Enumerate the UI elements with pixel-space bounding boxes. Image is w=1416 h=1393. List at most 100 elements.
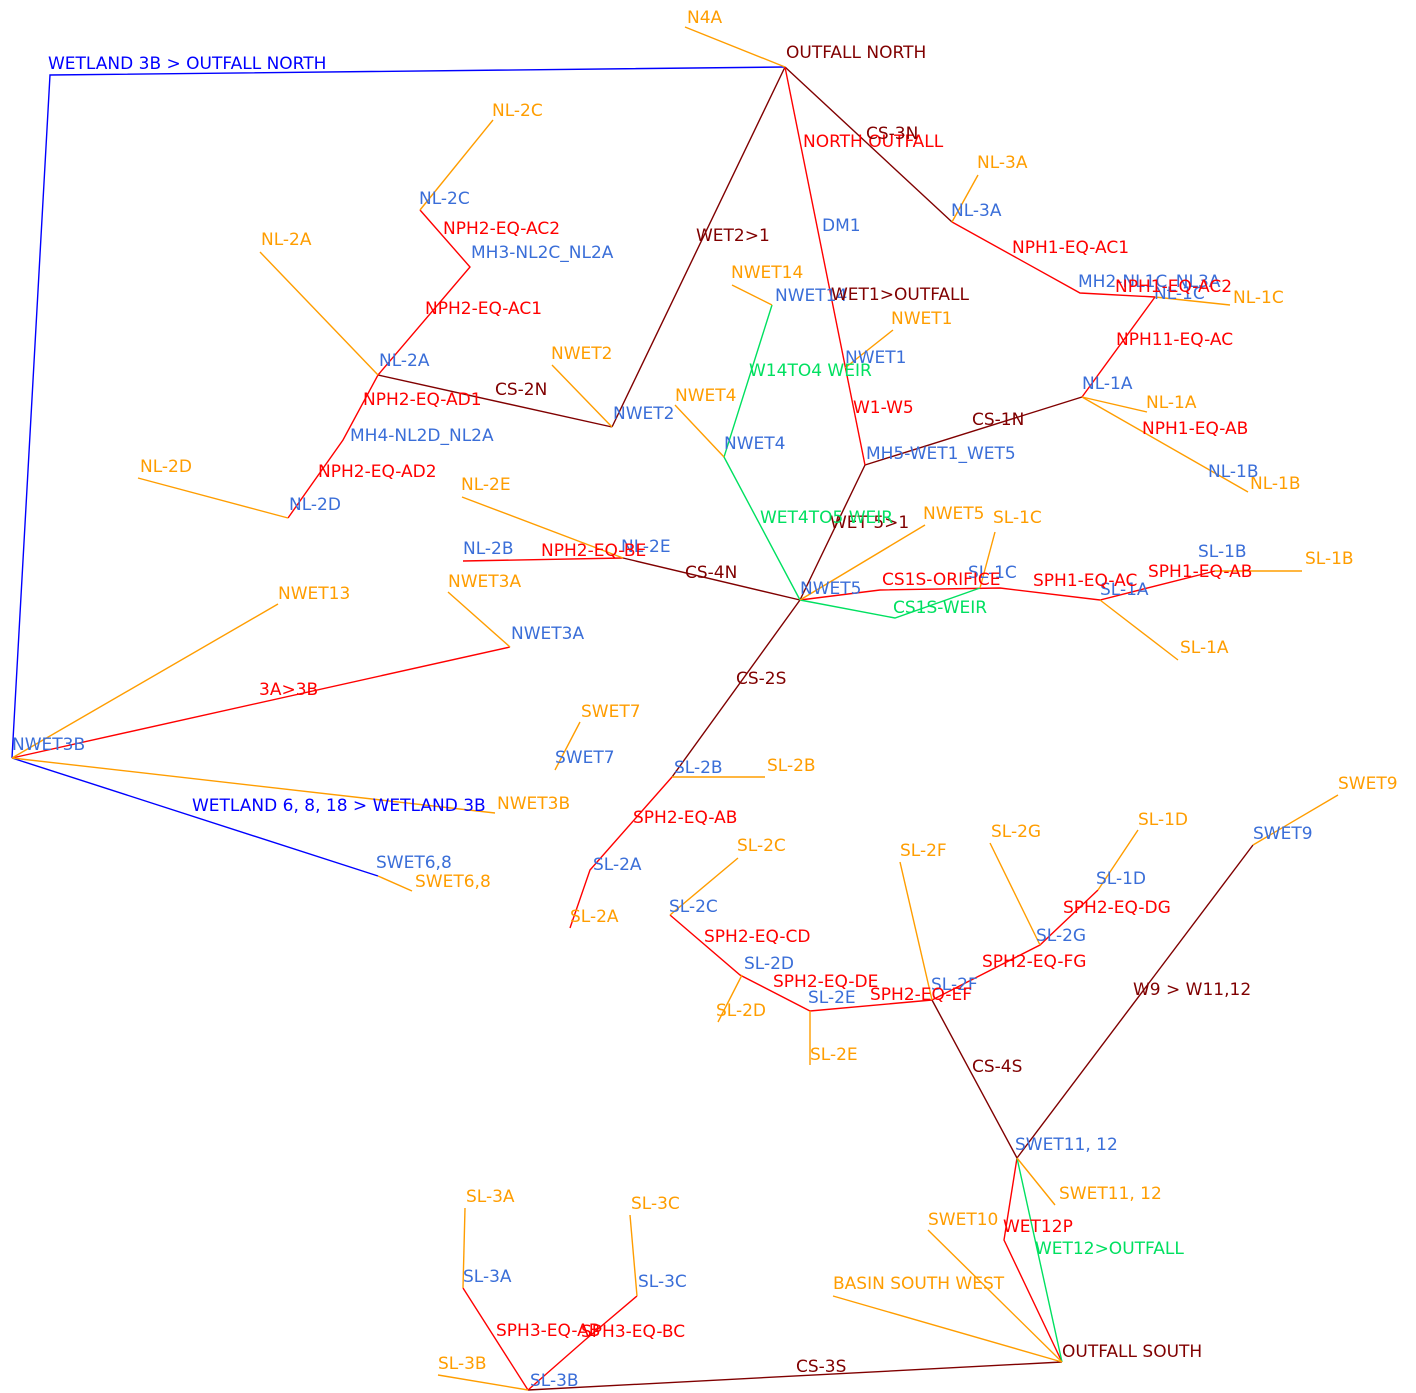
label-sph1-eq-ab: SPH1-EQ-AB — [1148, 562, 1252, 582]
link-nph2-eq-ac[interactable] — [377, 209, 471, 376]
label-wet12-outfall: WET12>OUTFALL — [1035, 1239, 1184, 1259]
label-nl-2d-node: NL-2D — [289, 495, 341, 515]
label-nl-2d-sub: NL-2D — [140, 457, 192, 477]
sub-link-basin-south-west — [832, 1295, 1063, 1363]
label-nl-3a-node: NL-3A — [951, 201, 1002, 221]
label-north-outfall: NORTH OUTFALL — [803, 132, 944, 152]
sub-link-nwet5 — [799, 524, 926, 601]
link-nph1-eq-ac[interactable] — [951, 221, 1156, 298]
link-nph2-eq-be[interactable] — [462, 557, 624, 562]
sub-link-sl-2f — [899, 861, 933, 1001]
label-nph2-eq-ad1: NPH2-EQ-AD1 — [363, 390, 482, 410]
sub-link-sl-3a — [462, 1207, 466, 1289]
label-nwet3a-sub: NWET3A — [448, 572, 521, 592]
label-sl-1d-sub: SL-1D — [1138, 810, 1188, 830]
label-nwet5-node: NWET5 — [800, 579, 861, 599]
link-cs-3s[interactable] — [527, 1361, 1063, 1391]
link-cs-2s[interactable] — [671, 599, 801, 778]
label-sph2-eq-de: SPH2-EQ-DE — [773, 972, 878, 992]
link-sph3-eq-ab[interactable] — [462, 1287, 529, 1391]
label-sl-2b-sub: SL-2B — [767, 756, 816, 776]
link-w9-w11-12[interactable] — [1016, 844, 1254, 1159]
link-wet5-1[interactable] — [799, 464, 866, 601]
sub-link-sl-2c — [669, 857, 739, 916]
sub-link-sl-2d — [717, 974, 743, 1023]
label-sl-2b-node: SL-2B — [674, 758, 723, 778]
label-sl-2c-node: SL-2C — [669, 897, 718, 917]
label-cs-3n: CS-3N — [866, 124, 918, 144]
label-sl-3b-node: SL-3B — [530, 1371, 579, 1391]
label-sph2-eq-ab: SPH2-EQ-AB — [633, 808, 737, 828]
label-nl-1b-sub: NL-1B — [1250, 474, 1301, 494]
label-swet10: SWET10 — [928, 1210, 998, 1230]
label-nwet1-node: NWET1 — [845, 348, 906, 368]
label-sl-1c-node: SL-1C — [968, 563, 1017, 583]
label-sph3-eq-ab: SPH3-EQ-AB — [496, 1321, 600, 1341]
label-wetland3b-outfall-north: WETLAND 3B > OUTFALL NORTH — [48, 54, 326, 74]
label-nl-2a-node: NL-2A — [379, 351, 430, 371]
label-swet7-node: SWET7 — [555, 748, 615, 768]
link-wetland-6-8-18[interactable] — [11, 757, 379, 877]
label-nph1-eq-ac2: NPH1-EQ-AC2 — [1115, 277, 1232, 297]
sub-link-nl-2a — [259, 251, 379, 376]
label-nwet3b-sub: NWET3B — [497, 794, 570, 814]
link-sph2-eq-ab[interactable] — [569, 776, 673, 929]
link-nph2-eq-ad[interactable] — [287, 374, 379, 519]
link-sph2-eq-cd-de-ef[interactable] — [669, 914, 933, 1012]
sub-link-sl-3c — [629, 1214, 638, 1297]
label-sl-3a-node: SL-3A — [463, 1267, 512, 1287]
sub-link-nwet2 — [551, 364, 613, 428]
label-sl-3c-sub: SL-3C — [631, 1194, 680, 1214]
sub-link-sl-1c — [979, 531, 996, 589]
label-nl-1a-node: NL-1A — [1082, 374, 1133, 394]
link-wetland3b-outfall-north[interactable] — [11, 66, 786, 759]
label-wet1-outfall: WET1>OUTFALL — [831, 285, 970, 305]
label-cs1s-weir: CS1S-WEIR — [893, 598, 987, 618]
label-nl-3a-sub: NL-3A — [977, 153, 1028, 173]
label-cs-2n: CS-2N — [495, 380, 547, 400]
label-sl-1a-sub: SL-1A — [1180, 638, 1229, 658]
link-cs-1n[interactable] — [864, 396, 1083, 466]
label-nl-2c-node: NL-2C — [419, 189, 470, 209]
link-cs1s-weir[interactable] — [799, 587, 981, 619]
label-nph1-eq-ab: NPH1-EQ-AB — [1142, 419, 1248, 439]
label-sl-2g-sub: SL-2G — [991, 822, 1041, 842]
link-cs-2n[interactable] — [377, 374, 613, 428]
label-sl-2d-sub: SL-2D — [716, 1001, 766, 1021]
link-north-outfall[interactable] — [784, 66, 866, 466]
link-cs-4n[interactable] — [622, 557, 801, 601]
link-cs1s-orifice-sph1[interactable] — [799, 570, 1216, 601]
sub-link-nl-2e — [461, 496, 624, 559]
link-wet2-1[interactable] — [611, 66, 786, 428]
label-outfall-south: OUTFALL SOUTH — [1062, 1342, 1202, 1362]
label-cs-1n: CS-1N — [972, 410, 1024, 430]
label-sl-2g-node: SL-2G — [1036, 926, 1086, 946]
label-nl-1c-sub: NL-1C — [1233, 288, 1284, 308]
label-wet12p: WET12P — [1003, 1217, 1073, 1237]
label-nph2-eq-ad2: NPH2-EQ-AD2 — [318, 462, 437, 482]
sub-link-swet9 — [1252, 794, 1339, 846]
label-mh2-nl1c-nl3a: MH2-NL1C_NL3A — [1078, 272, 1221, 292]
link-3a-3b[interactable] — [11, 646, 511, 759]
label-sl-2a-node: SL-2A — [593, 855, 642, 875]
link-cs-3n[interactable] — [784, 66, 953, 223]
sub-link-swet7 — [554, 721, 581, 771]
link-nph11-eq-ac[interactable] — [1081, 296, 1156, 398]
sub-link-nwet14 — [731, 284, 773, 306]
label-sl-2c-sub: SL-2C — [737, 836, 786, 856]
link-sph3-eq-bc[interactable] — [527, 1295, 638, 1391]
label-swet11-12-sub: SWET11, 12 — [1059, 1184, 1162, 1204]
link-wet12-outfall[interactable] — [1016, 1157, 1063, 1363]
label-nwet4-sub: NWET4 — [675, 386, 736, 406]
label-sl-1a-node: SL-1A — [1100, 580, 1149, 600]
label-sph3-eq-bc: SPH3-EQ-BC — [581, 1322, 685, 1342]
link-cs-4s[interactable] — [931, 999, 1018, 1159]
sub-link-nwet3a — [447, 591, 511, 648]
link-wet12p[interactable] — [1003, 1157, 1063, 1363]
label-nwet2-node: NWET2 — [613, 404, 674, 424]
sub-link-swet10 — [927, 1229, 1063, 1363]
label-wetland-6-8-18: WETLAND 6, 8, 18 > WETLAND 3B — [192, 796, 486, 816]
label-nl-1c-node: NL-1C — [1154, 284, 1205, 304]
label-nl-2a-sub: NL-2A — [261, 230, 312, 250]
